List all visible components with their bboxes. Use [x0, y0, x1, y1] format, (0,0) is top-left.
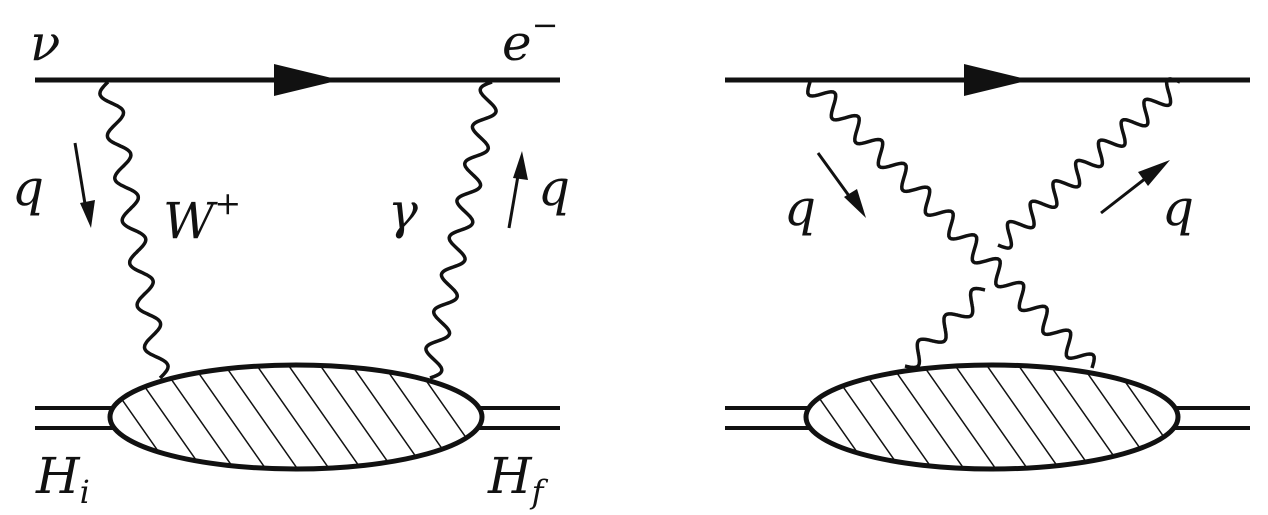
label-momentum-right-in: q: [784, 179, 816, 237]
momentum-arrow-head-right-in: [844, 189, 866, 218]
label-hadron-final-subscript: f: [530, 473, 549, 511]
photon-propagator: [424, 80, 498, 380]
label-photon: γ: [388, 182, 418, 240]
label-electron-symbol: e: [502, 14, 532, 72]
label-neutrino: ν: [30, 14, 60, 72]
label-momentum-left-out: q: [538, 159, 570, 217]
momentum-arrow-shaft-left-out: [507, 169, 521, 229]
fermion-arrow-left: [274, 64, 340, 96]
momentum-arrow-shaft-right-in: [816, 152, 854, 201]
momentum-arrow-head-right-out: [1138, 160, 1170, 186]
label-hadron-initial: Hi: [35, 447, 90, 511]
momentum-arrow-head-left-in: [80, 200, 95, 228]
label-hadron-final-symbol: H: [487, 447, 533, 505]
label-hadron-initial-subscript: i: [80, 473, 90, 511]
photon-propagator-crossed-upper: [997, 77, 1181, 250]
hadronic-blob-left: [107, 362, 485, 472]
label-w-boson-symbol: W: [163, 192, 218, 250]
label-hadron-final: Hf: [487, 447, 549, 511]
crossed-diagram: q q: [725, 64, 1250, 472]
label-electron-charge: −: [532, 6, 559, 44]
hadronic-blob-right: [803, 362, 1181, 472]
w-boson-propagator: [98, 80, 170, 380]
label-hadron-initial-symbol: H: [35, 447, 81, 505]
label-momentum-left-in: q: [12, 159, 44, 217]
momentum-arrow-shaft-left-in: [73, 142, 88, 211]
label-momentum-right-out: q: [1162, 179, 1194, 237]
momentum-arrow-head-left-out: [513, 151, 528, 180]
momentum-arrow-shaft-right-out: [1100, 176, 1147, 215]
label-w-boson: W+: [163, 184, 241, 250]
fermion-arrow-right: [964, 64, 1030, 96]
photon-propagator-crossed-lower: [904, 286, 986, 370]
label-w-boson-charge: +: [214, 184, 241, 222]
w-boson-propagator-crossed: [806, 81, 1096, 369]
label-electron: e−: [502, 6, 558, 72]
direct-diagram: ν e− q W+ γ q Hi Hf: [12, 6, 570, 511]
